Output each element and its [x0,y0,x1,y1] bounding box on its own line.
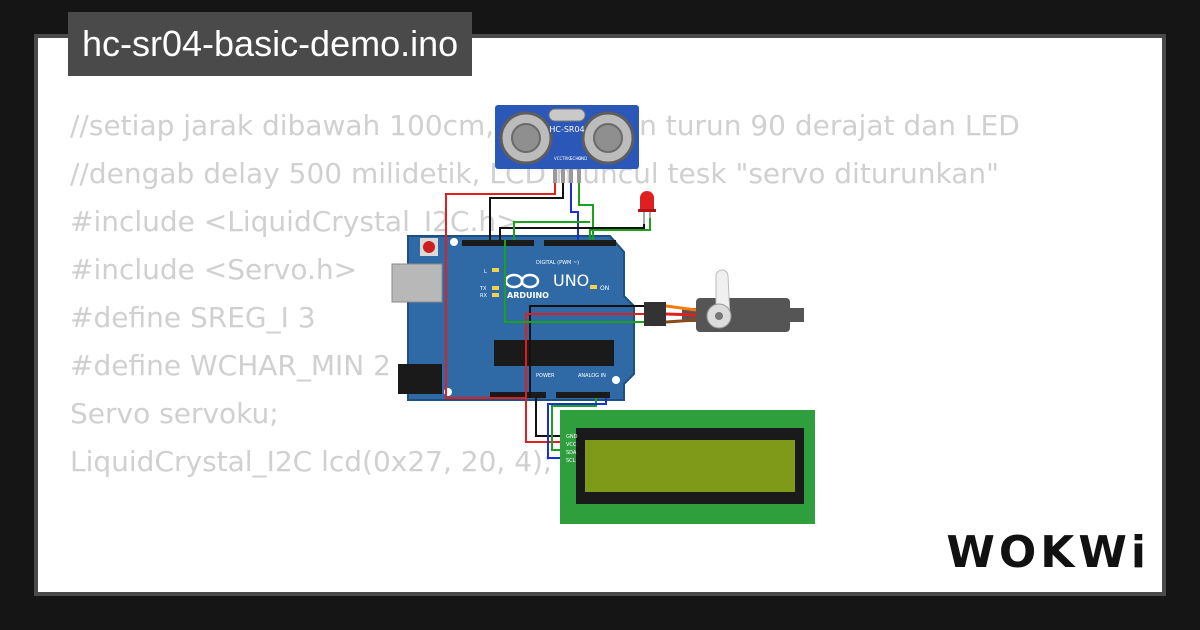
wire-sensor-gnd [578,183,594,240]
digital-header-right [544,240,616,246]
digital-header-left [462,240,534,246]
power-label: POWER [536,373,555,379]
wire-led-anode [589,218,651,240]
wire-servo-signal [504,240,644,323]
code-line: #include <LiquidCrystal_I2C.h> [70,205,520,238]
wire-lcd-scl [547,398,607,459]
led-icon[interactable] [638,191,656,224]
usb-connector [391,263,443,303]
side-label: RX [480,293,487,299]
led-rx [492,293,499,297]
sensor-pin-label: ECHO [570,156,581,161]
wire-sensor-vcc [445,183,556,399]
wire-servo-gnd [529,305,644,398]
digital-label: DIGITAL (PWM ~) [536,260,579,266]
servo-connector [644,302,666,326]
wokwi-logo: WOKWi [946,527,1150,578]
led-on [590,285,597,289]
wire-led-cathode [499,224,645,240]
led-l [492,268,499,272]
code-line: #define WCHAR_MIN 2 [70,349,391,382]
analog-header [556,392,610,398]
power-header [490,392,546,398]
led-tx [492,286,499,290]
servo-motor[interactable] [644,269,804,332]
sensor-pin-label: GND [578,156,587,161]
wire-sensor-trig [489,183,564,240]
wire-sensor-echo [570,183,579,240]
power-jack [398,364,442,394]
sensor-pin-label: TRIG [561,156,572,161]
lcd-display[interactable]: GND VCC SDA SCL [560,410,815,524]
sensor-label: HC-SR04 [549,125,584,134]
atmega-chip [494,340,614,366]
lcd-pin-label: SDA [566,450,577,456]
lcd-pin-label: GND [566,434,578,440]
code-line: LiquidCrystal_I2C lcd(0x27, 20, 4); [70,445,553,478]
analog-label: ANALOG IN [578,373,606,379]
code-line: Servo servoku; [70,397,279,430]
source-code: //setiap jarak dibawah 100cm, servo akan… [70,102,1020,486]
arduino-uno-board[interactable]: DIGITAL (PWM ~) UNO ARDUINO L TX RX ON P… [391,235,635,401]
board-logo-text: ARDUINO [507,291,549,300]
wire-servo-vcc [525,313,644,398]
sensor-pin-label: VCC [554,156,563,161]
lcd-screen [585,440,795,492]
side-label: TX [479,286,487,292]
hc-sr04-sensor[interactable]: HC-SR04 VCC TRIG ECHO GND [495,105,639,183]
crystal-oscillator [548,108,586,122]
code-line: //setiap jarak dibawah 100cm, servo akan… [70,109,1020,142]
board-model: UNO [553,271,589,290]
side-label: L [484,269,487,275]
project-title: hc-sr04-basic-demo.ino [68,12,473,76]
lcd-pin-label: VCC [566,442,577,448]
lcd-pin-label: SCL [566,458,576,464]
reset-button-icon[interactable] [423,241,435,253]
code-line: #include <Servo.h> [70,253,358,286]
on-label: ON [600,285,609,292]
code-line: #define SREG_I 3 [70,301,316,334]
wiring [445,183,697,459]
wire-lcd-vcc [520,397,560,443]
